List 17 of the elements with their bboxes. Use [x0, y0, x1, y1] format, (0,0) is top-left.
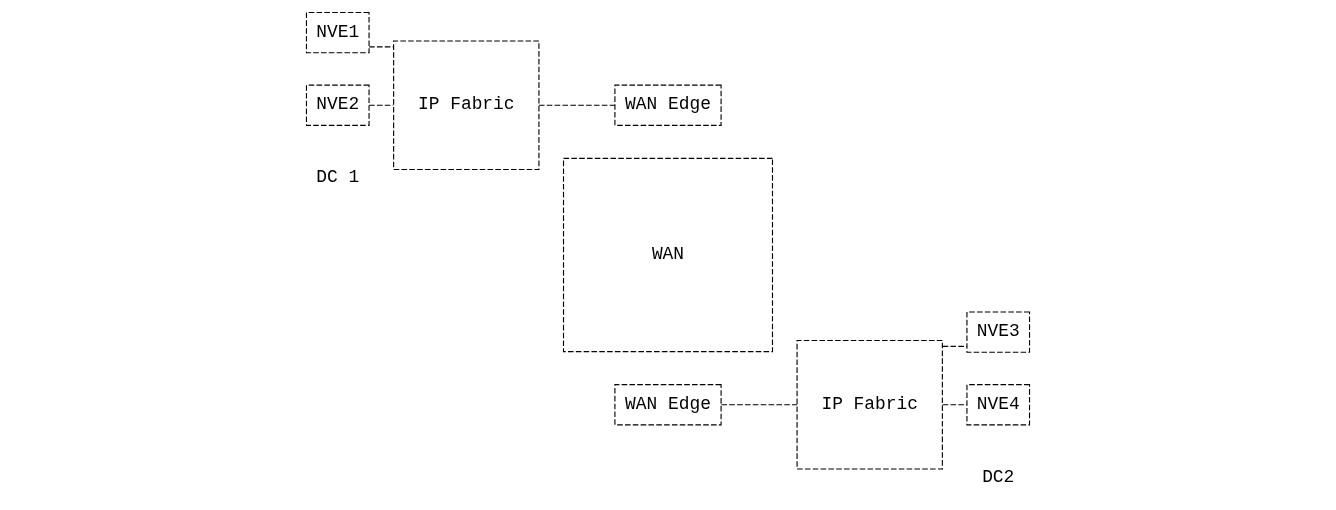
- node-box: WAN Edge: [614, 84, 722, 126]
- node-box: NVE1: [305, 11, 370, 54]
- node-box: NVE4: [966, 384, 1031, 426]
- connector: [538, 104, 616, 106]
- connector: [720, 404, 798, 406]
- connector: [942, 404, 968, 406]
- node-box: WAN Edge: [614, 384, 722, 426]
- connector: [368, 104, 394, 106]
- node-box: IP Fabric: [796, 339, 943, 470]
- node-box: WAN: [562, 157, 774, 353]
- connector: [942, 345, 968, 347]
- node-box: IP Fabric: [393, 40, 540, 171]
- label: DC 1: [316, 167, 360, 188]
- node-box: NVE2: [305, 84, 370, 126]
- node-box: NVE3: [966, 311, 1031, 353]
- connector: [368, 46, 394, 48]
- label: DC2: [982, 466, 1015, 487]
